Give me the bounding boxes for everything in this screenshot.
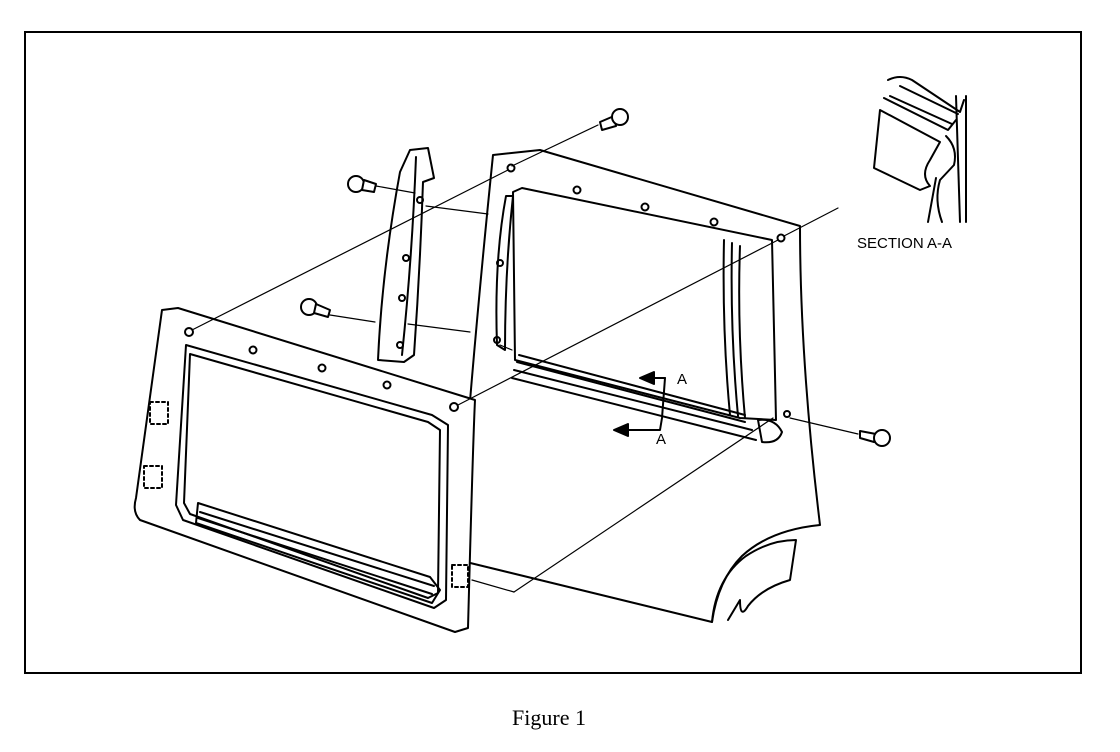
window-bezel [133, 307, 476, 633]
section-arrow-label-lower: A [656, 431, 666, 448]
screw-upper-left [347, 175, 377, 193]
screw-right [859, 429, 891, 447]
figure-frame [24, 31, 1082, 674]
door-panel [457, 149, 821, 623]
figure-caption: Figure 1 [512, 705, 586, 730]
section-arrow-label-upper: A [677, 371, 687, 388]
section-cut-marker [613, 371, 666, 437]
section-label: SECTION A-A [857, 235, 952, 252]
alignment-lines [191, 124, 859, 593]
screw-mid-left [300, 298, 331, 318]
section-detail [873, 76, 967, 223]
screws [300, 108, 891, 447]
pillar-trim [377, 147, 435, 363]
screw-top [599, 108, 629, 131]
